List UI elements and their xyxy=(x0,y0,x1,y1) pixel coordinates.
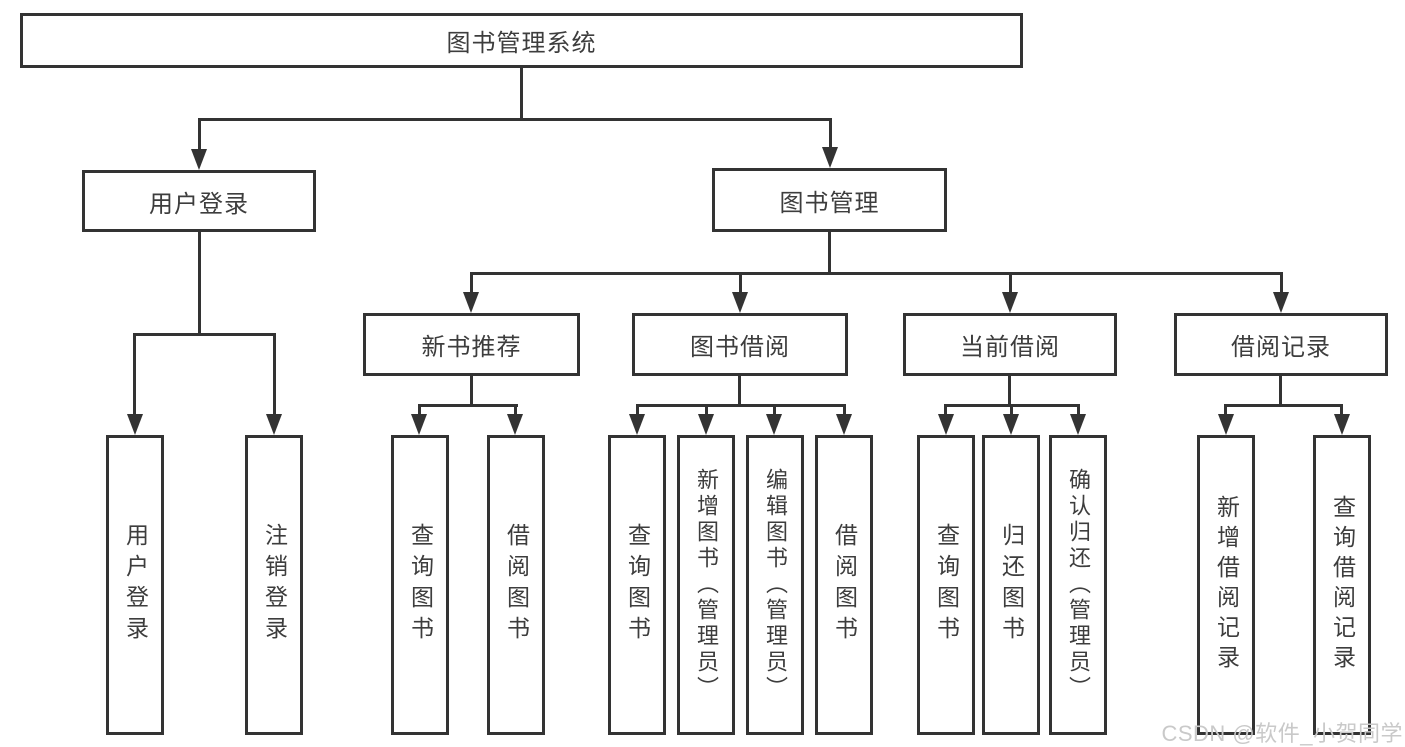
arrowhead-g0c0 xyxy=(411,414,427,435)
leaf-current-query-book: 查询图书 xyxy=(917,435,975,735)
arrowhead-g1c0 xyxy=(629,414,645,435)
connector-management-hline xyxy=(470,272,1283,275)
connector-drop-book-management xyxy=(829,118,832,150)
node-book-borrow-label: 图书借阅 xyxy=(690,334,790,361)
connector-records-hline xyxy=(1224,404,1343,407)
connector-drop-leaf-logout xyxy=(273,333,276,417)
leaf-borrow-query-book-label: 查询图书 xyxy=(624,523,651,647)
leaf-current-return-book: 归还图书 xyxy=(982,435,1040,735)
node-new-book-recommend: 新书推荐 xyxy=(363,313,580,376)
leaf-logout: 注销登录 xyxy=(245,435,303,735)
connector-drop-g3c0 xyxy=(1224,404,1227,417)
arrowhead-borrow xyxy=(732,292,748,313)
arrowhead-g2c2 xyxy=(1070,414,1086,435)
arrowhead-leaf-login xyxy=(127,414,143,435)
connector-drop-g1c0 xyxy=(636,404,639,417)
leaf-records-query-record-label: 查询借阅记录 xyxy=(1329,495,1356,675)
leaf-user-login-label: 用户登录 xyxy=(122,523,149,647)
arrowhead-g1c2 xyxy=(766,414,782,435)
arrowhead-book-management xyxy=(822,147,838,168)
node-root: 图书管理系统 xyxy=(20,13,1023,68)
leaf-borrow-query-book: 查询图书 xyxy=(608,435,666,735)
arrowhead-leaf-logout xyxy=(266,414,282,435)
leaf-records-add-record-label: 新增借阅记录 xyxy=(1213,495,1240,675)
leaf-records-add-record: 新增借阅记录 xyxy=(1197,435,1255,735)
arrowhead-g2c0 xyxy=(938,414,954,435)
node-book-management: 图书管理 xyxy=(712,168,947,232)
leaf-borrow-edit-book-admin: 编辑图书（管理员） xyxy=(746,435,804,735)
connector-drop-g3c1 xyxy=(1340,404,1343,417)
leaf-current-return-book-label: 归还图书 xyxy=(998,523,1025,647)
node-user-login-label: 用户登录 xyxy=(149,190,249,218)
connector-recommend-stem xyxy=(470,376,473,407)
connector-borrow-stem xyxy=(738,376,741,407)
connector-records-stem xyxy=(1279,376,1282,407)
arrowhead-recommend xyxy=(463,292,479,313)
leaf-logout-label: 注销登录 xyxy=(261,523,288,647)
arrowhead-user-login xyxy=(191,149,207,170)
node-new-book-recommend-label: 新书推荐 xyxy=(421,334,522,361)
arrowhead-g2c1 xyxy=(1003,414,1019,435)
connector-drop-records xyxy=(1280,272,1283,294)
node-borrow-records: 借阅记录 xyxy=(1174,313,1388,376)
node-current-borrow-label: 当前借阅 xyxy=(960,334,1060,361)
leaf-recommend-query-book: 查询图书 xyxy=(391,435,449,735)
node-book-borrow: 图书借阅 xyxy=(632,313,848,376)
connector-drop-g2c0 xyxy=(944,404,947,417)
leaf-current-confirm-return-admin: 确认归还（管理员） xyxy=(1049,435,1107,735)
leaf-recommend-query-book-label: 查询图书 xyxy=(407,523,434,647)
connector-login-stem xyxy=(198,232,201,336)
arrowhead-g3c1 xyxy=(1334,414,1350,435)
connector-drop-borrow xyxy=(739,272,742,294)
arrowhead-g0c1 xyxy=(507,414,523,435)
leaf-borrow-borrow-book: 借阅图书 xyxy=(815,435,873,735)
connector-drop-g1c2 xyxy=(773,404,776,417)
connector-drop-current xyxy=(1009,272,1012,294)
node-current-borrow: 当前借阅 xyxy=(903,313,1117,376)
connector-management-stem xyxy=(828,232,831,275)
node-user-login: 用户登录 xyxy=(82,170,316,232)
leaf-recommend-borrow-book: 借阅图书 xyxy=(487,435,545,735)
connector-drop-g2c2 xyxy=(1077,404,1080,417)
node-root-label: 图书管理系统 xyxy=(446,30,597,57)
connector-root-stem xyxy=(520,66,523,120)
arrowhead-g1c3 xyxy=(836,414,852,435)
connector-login-hline xyxy=(133,333,276,336)
arrowhead-g1c1 xyxy=(698,414,714,435)
connector-borrow-hline xyxy=(636,404,846,407)
connector-drop-leaf-login xyxy=(133,333,136,417)
arrowhead-g3c0 xyxy=(1218,414,1234,435)
leaf-user-login: 用户登录 xyxy=(106,435,164,735)
csdn-watermark: CSDN @软件_小贺同学 xyxy=(1161,721,1403,746)
connector-drop-recommend xyxy=(470,272,473,294)
connector-drop-g0c1 xyxy=(514,404,517,417)
connector-drop-g1c1 xyxy=(705,404,708,417)
connector-root-hline xyxy=(198,118,832,121)
connector-drop-g1c3 xyxy=(843,404,846,417)
connector-current-stem xyxy=(1008,376,1011,407)
connector-drop-g0c0 xyxy=(418,404,421,417)
leaf-borrow-borrow-book-label: 借阅图书 xyxy=(831,523,858,647)
leaf-borrow-edit-book-admin-label: 编辑图书（管理员） xyxy=(763,468,788,702)
connector-drop-g2c1 xyxy=(1010,404,1013,417)
leaf-borrow-add-book-admin: 新增图书（管理员） xyxy=(677,435,735,735)
leaf-records-query-record: 查询借阅记录 xyxy=(1313,435,1371,735)
leaf-borrow-add-book-admin-label: 新增图书（管理员） xyxy=(694,468,719,702)
connector-drop-user-login xyxy=(198,118,201,153)
leaf-current-query-book-label: 查询图书 xyxy=(933,523,960,647)
arrowhead-records xyxy=(1273,292,1289,313)
leaf-current-confirm-return-admin-label: 确认归还（管理员） xyxy=(1066,468,1091,702)
node-book-management-label: 图书管理 xyxy=(779,189,880,217)
leaf-recommend-borrow-book-label: 借阅图书 xyxy=(503,523,530,647)
connector-recommend-hline xyxy=(418,404,518,407)
node-borrow-records-label: 借阅记录 xyxy=(1231,334,1331,361)
arrowhead-current xyxy=(1002,292,1018,313)
